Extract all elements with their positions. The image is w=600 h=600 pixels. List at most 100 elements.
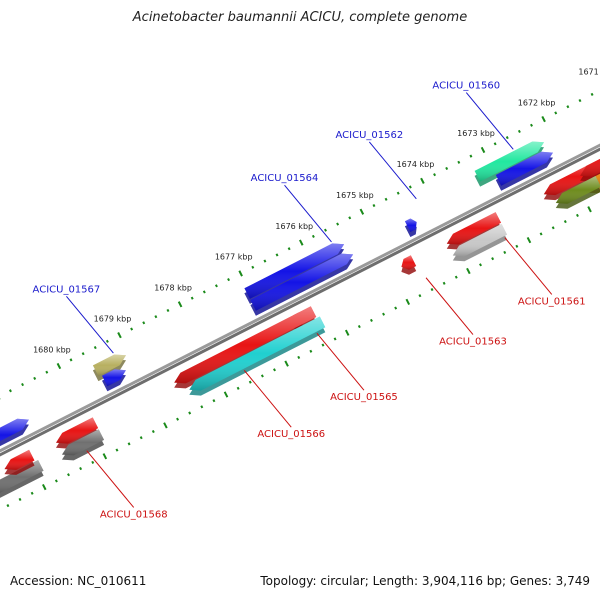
tick-mark-upper <box>45 370 49 374</box>
tick-mark-lower <box>42 483 47 491</box>
tick-mark-upper <box>177 301 183 308</box>
tick-mark-lower <box>309 349 313 353</box>
tick-mark-lower <box>102 453 108 460</box>
accession-text: Accession: NC_010611 <box>10 574 147 588</box>
tick-mark-lower <box>212 399 216 403</box>
tick-mark-lower <box>54 479 58 483</box>
tick-mark-upper <box>227 278 231 282</box>
tick-mark-lower <box>91 460 95 464</box>
tick-mark-upper <box>214 284 218 288</box>
tick-mark-upper <box>493 142 497 146</box>
gene-feature <box>0 418 29 447</box>
tick-label: 1674 kbp <box>397 160 435 169</box>
tick-mark-upper <box>238 270 243 277</box>
tick-mark-upper <box>93 345 97 350</box>
tick-mark-lower <box>418 294 422 298</box>
gene-feature <box>474 141 544 187</box>
tick-mark-lower <box>503 250 507 255</box>
gene-feature-shine <box>62 429 105 456</box>
tick-mark-lower <box>79 467 83 471</box>
gene-feature-shine <box>244 243 345 299</box>
tick-mark-lower <box>405 298 411 305</box>
tick-mark-upper <box>105 339 109 343</box>
gene-feature-shine <box>174 306 317 384</box>
gene-feature <box>62 429 105 461</box>
tick-mark-upper <box>554 111 558 115</box>
tick-mark-lower <box>466 267 471 275</box>
tick-mark-upper <box>517 129 521 133</box>
label-leader-line <box>86 450 135 508</box>
tick-mark-upper <box>299 239 304 246</box>
gene-feature <box>401 255 417 275</box>
gene-feature-shine <box>56 417 99 444</box>
tick-label: 1675 kbp <box>336 191 374 200</box>
tick-mark-lower <box>127 442 131 446</box>
tick-mark-lower <box>6 504 10 508</box>
tick-mark-lower <box>297 355 301 360</box>
tick-mark-upper <box>263 259 267 263</box>
tick-mark-lower <box>587 206 592 213</box>
tick-label: 1678 kbp <box>154 284 192 293</box>
tick-mark-lower <box>321 343 325 347</box>
tick-mark-upper <box>505 136 509 140</box>
tick-mark-lower <box>430 287 434 292</box>
tick-mark-upper <box>81 352 85 356</box>
gene-feature-shine <box>92 354 126 377</box>
tick-mark-upper <box>69 358 73 362</box>
tick-mark-lower <box>479 263 482 267</box>
map-title: Acinetobacter baumannii ACICU, complete … <box>132 10 468 25</box>
tick-mark-lower <box>139 436 143 440</box>
gene-feature-shine <box>446 212 502 245</box>
gene-feature-shine <box>401 255 417 270</box>
backbone-line-upper <box>0 143 600 453</box>
tick-mark-upper <box>8 389 12 393</box>
genome-summary-text: Topology: circular; Length: 3,904,116 bp… <box>260 574 590 588</box>
tick-mark-lower <box>333 337 337 341</box>
tick-mark-upper <box>190 296 194 300</box>
gene-feature <box>452 223 508 262</box>
tick-mark-upper <box>166 308 170 313</box>
tick-mark-upper <box>275 253 279 257</box>
gene-feature-shine <box>250 253 354 311</box>
label-leader-line <box>465 92 514 150</box>
gene-feature <box>446 212 502 250</box>
tick-mark-upper <box>117 332 122 339</box>
tick-mark-upper <box>469 154 473 158</box>
tick-mark-upper <box>311 234 315 238</box>
tick-label: 1672 kbp <box>518 98 556 107</box>
genome-backbone <box>0 143 600 457</box>
tick-mark-lower <box>30 491 34 495</box>
tick-mark-lower <box>491 257 495 261</box>
gene-feature-shine <box>4 449 35 470</box>
gene-feature-shine <box>555 176 600 204</box>
gene-feature <box>189 316 326 396</box>
gene-feature <box>404 218 417 237</box>
tick-mark-lower <box>115 448 119 452</box>
tick-mark-upper <box>457 160 461 164</box>
tick-mark-lower <box>67 473 70 477</box>
tick-mark-upper <box>142 321 146 325</box>
tick-mark-upper <box>202 290 206 294</box>
tick-mark-upper <box>372 203 376 208</box>
gene-features <box>0 141 600 498</box>
tick-mark-lower <box>236 386 240 390</box>
tick-mark-lower <box>539 232 543 236</box>
gene-feature-shine <box>404 218 417 232</box>
gene-label-acicu-01564: ACICU_01564 <box>251 173 319 184</box>
tick-mark-lower <box>223 391 229 398</box>
gene-feature <box>102 369 126 392</box>
tick-mark-upper <box>154 315 158 319</box>
gene-feature <box>174 306 317 389</box>
tick-mark-lower <box>260 374 264 378</box>
tick-mark-upper <box>324 228 327 232</box>
tick-mark-lower <box>163 422 168 429</box>
gene-feature-shine <box>495 151 553 186</box>
gene-feature <box>250 253 354 316</box>
tick-mark-upper <box>348 216 352 220</box>
label-leader-line <box>66 295 114 354</box>
gene-label-acicu-01560: ACICU_01560 <box>432 81 500 92</box>
gene-feature <box>244 243 345 304</box>
tick-label: 1673 kbp <box>457 129 495 138</box>
gene-label-acicu-01567: ACICU_01567 <box>33 284 101 295</box>
